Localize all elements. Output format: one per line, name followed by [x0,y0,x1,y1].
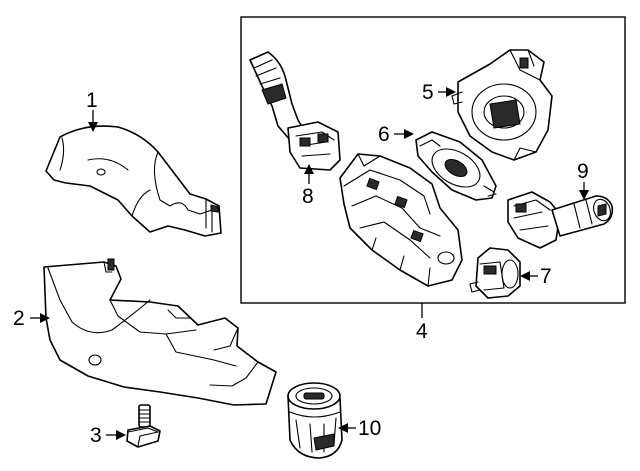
callout-5: 5 [422,81,434,104]
arrowhead-5 [446,87,456,97]
callout-labels: 1 2 3 4 5 6 7 8 9 10 [13,81,589,447]
arrowhead-3 [116,430,126,440]
callout-7: 7 [540,265,552,288]
part-left-stalk-switch [249,51,341,171]
callout-6: 6 [378,123,390,146]
callout-2: 2 [13,307,25,330]
part-switch-housing [339,153,463,287]
part-clockspring [451,49,553,161]
callout-9: 9 [577,160,589,183]
assembly-frame [240,16,626,304]
callout-8: 8 [302,185,314,208]
callout-4: 4 [416,320,428,343]
arrowhead-1 [88,122,98,132]
arrowhead-10 [338,423,348,433]
arrowhead-7 [520,271,530,281]
part-angle-sensor [415,131,497,201]
arrowhead-2 [40,313,50,323]
part-bolt [126,404,161,448]
part-lower-shroud [43,258,277,406]
callout-1: 1 [86,89,98,112]
part-right-stalk-switch [507,191,614,249]
arrowhead-9 [579,190,589,200]
arrowhead-8 [304,164,314,174]
part-ignition-switch [469,247,521,299]
arrowhead-6 [404,129,414,139]
part-upper-shroud [45,125,222,237]
callout-3: 3 [90,424,102,447]
part-lock-cylinder [287,382,343,459]
leader-lines [30,87,589,440]
callout-10: 10 [358,417,381,440]
